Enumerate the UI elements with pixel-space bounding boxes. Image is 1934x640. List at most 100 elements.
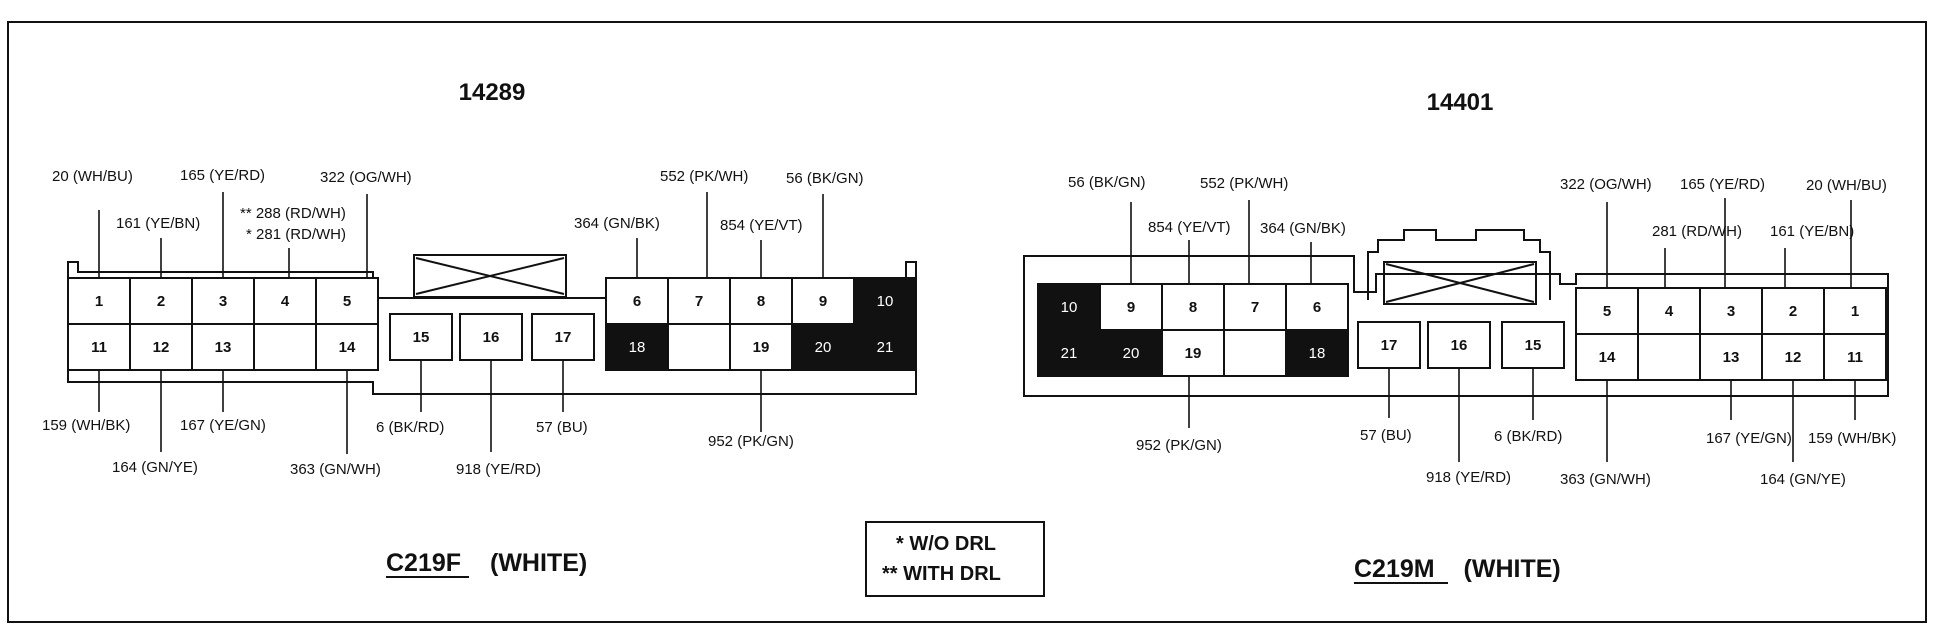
right-latch-cross bbox=[1385, 263, 1535, 303]
right-pin-cell-dark bbox=[1099, 329, 1163, 377]
right-pin-label: 19 bbox=[1185, 345, 1202, 362]
left-leader-lines bbox=[98, 192, 824, 454]
right-wire-label: 165 (YE/RD) bbox=[1680, 176, 1765, 193]
right-pin-label: 15 bbox=[1525, 337, 1542, 354]
left-pin-label: 4 bbox=[281, 293, 290, 310]
left-pin-label: 8 bbox=[757, 293, 765, 310]
legend-line-1: * W/O DRL bbox=[896, 533, 996, 555]
left-connector: 14289 1 2 3 4 5 11 12 13 14 bbox=[42, 79, 917, 578]
left-wire-label: 57 (BU) bbox=[536, 419, 588, 436]
right-pin-label: 7 bbox=[1251, 299, 1259, 316]
left-wire-label: 363 (GN/WH) bbox=[290, 461, 381, 478]
right-wire-label: 56 (BK/GN) bbox=[1068, 174, 1146, 191]
right-pin-cell bbox=[1357, 321, 1421, 369]
left-wire-label: * 281 (RD/WH) bbox=[246, 226, 346, 243]
left-pin-label: 5 bbox=[343, 293, 351, 310]
left-part-number: 14289 bbox=[459, 79, 526, 106]
left-latch bbox=[413, 254, 567, 298]
right-wire-label: 20 (WH/BU) bbox=[1806, 177, 1887, 194]
right-latch bbox=[1383, 261, 1537, 305]
drl-legend: * W/O DRL ** WITH DRL bbox=[865, 521, 1045, 597]
left-wire-label: 6 (BK/RD) bbox=[376, 419, 444, 436]
right-pin-cell bbox=[1501, 321, 1565, 369]
left-wire-label: 552 (PK/WH) bbox=[660, 168, 748, 185]
left-wire-label: 952 (PK/GN) bbox=[708, 433, 794, 450]
right-wire-label: 164 (GN/YE) bbox=[1760, 471, 1846, 488]
right-pin-label: 20 bbox=[1123, 345, 1140, 362]
right-pin-cell-dark bbox=[1037, 329, 1101, 377]
right-pin-label: 6 bbox=[1313, 299, 1321, 316]
right-pin-cell bbox=[1223, 283, 1287, 331]
right-pin-label: 14 bbox=[1599, 349, 1616, 366]
left-connector-title: C219F (WHITE) bbox=[386, 549, 587, 577]
diagram-border bbox=[7, 21, 1927, 623]
right-wire-label: 167 (YE/GN) bbox=[1706, 430, 1792, 447]
right-connector-id: C219M bbox=[1354, 555, 1435, 583]
right-connector-title: C219M (WHITE) bbox=[1354, 555, 1561, 583]
right-pin-label: 16 bbox=[1451, 337, 1468, 354]
right-wire-label: 364 (GN/BK) bbox=[1260, 220, 1346, 237]
right-pin-label: 13 bbox=[1723, 349, 1740, 366]
right-pin-label: 9 bbox=[1127, 299, 1135, 316]
right-pin-cell bbox=[1099, 283, 1163, 331]
right-wire-label: 57 (BU) bbox=[1360, 427, 1412, 444]
left-pin-label: 14 bbox=[339, 339, 356, 356]
left-pin-label: 9 bbox=[819, 293, 827, 310]
left-pin-label: 15 bbox=[413, 329, 430, 346]
right-wire-label: 281 (RD/WH) bbox=[1652, 223, 1742, 240]
left-pin-cell bbox=[129, 323, 193, 371]
right-pin-label: 10 bbox=[1061, 299, 1078, 316]
left-connector-id: C219F bbox=[386, 549, 461, 577]
left-pin-label: 1 bbox=[95, 293, 103, 310]
left-pin-cell bbox=[253, 323, 317, 371]
right-leader-lines bbox=[1130, 198, 1856, 462]
left-pin-group-a: 1 2 3 4 5 11 12 13 14 bbox=[67, 277, 379, 371]
right-wire-label: 6 (BK/RD) bbox=[1494, 428, 1562, 445]
left-pin-label: 3 bbox=[219, 293, 227, 310]
left-pin-cell bbox=[129, 277, 193, 325]
right-connector-color: (WHITE) bbox=[1464, 555, 1561, 583]
right-wire-label: 552 (PK/WH) bbox=[1200, 175, 1288, 192]
left-pin-group-c: 6 7 8 9 10 18 19 20 21 bbox=[605, 277, 917, 371]
left-wire-label: 364 (GN/BK) bbox=[574, 215, 660, 232]
right-housing bbox=[1023, 255, 1889, 397]
left-pin-label: 18 bbox=[629, 339, 646, 356]
left-pin-label: 7 bbox=[695, 293, 703, 310]
left-wire-label: 164 (GN/YE) bbox=[112, 459, 198, 476]
left-pin-label: 11 bbox=[91, 339, 107, 356]
right-pin-label: 3 bbox=[1727, 303, 1735, 320]
left-wire-label: 20 (WH/BU) bbox=[52, 168, 133, 185]
left-pin-label: 12 bbox=[153, 339, 170, 356]
right-wire-label: 952 (PK/GN) bbox=[1136, 437, 1222, 454]
left-wire-label: 161 (YE/BN) bbox=[116, 215, 200, 232]
right-pin-group-a: 10 9 8 7 6 21 20 19 18 bbox=[1037, 283, 1349, 377]
left-connector-color: (WHITE) bbox=[490, 549, 587, 577]
right-pin-label: 21 bbox=[1061, 345, 1078, 362]
right-wire-label: 854 (YE/VT) bbox=[1148, 219, 1231, 236]
right-pin-label: 18 bbox=[1309, 345, 1326, 362]
left-pin-label: 20 bbox=[815, 339, 832, 356]
right-part-number: 14401 bbox=[1427, 89, 1494, 116]
legend-box bbox=[865, 521, 1045, 597]
left-wire-label: ** 288 (RD/WH) bbox=[240, 205, 346, 222]
left-pin-label: 21 bbox=[877, 339, 894, 356]
right-pin-cell bbox=[1223, 329, 1287, 377]
left-pin-cell-dark bbox=[791, 323, 855, 371]
right-wire-label: 322 (OG/WH) bbox=[1560, 176, 1652, 193]
left-pin-label: 16 bbox=[483, 329, 500, 346]
right-pin-cell bbox=[1761, 287, 1825, 335]
right-pin-cell bbox=[1823, 287, 1887, 335]
left-wire-label: 918 (YE/RD) bbox=[456, 461, 541, 478]
left-wire-label: 167 (YE/GN) bbox=[180, 417, 266, 434]
right-pin-label: 17 bbox=[1381, 337, 1398, 354]
left-wire-label: 322 (OG/WH) bbox=[320, 169, 412, 186]
right-connector: 14401 10 9 8 7 6 21 20 19 18 bbox=[1023, 89, 1896, 584]
left-pin-label: 13 bbox=[215, 339, 232, 356]
right-pin-cell bbox=[1699, 333, 1763, 381]
right-wire-label: 161 (YE/BN) bbox=[1770, 223, 1854, 240]
left-pin-cell bbox=[67, 277, 131, 325]
left-pin-cell bbox=[459, 313, 523, 361]
left-pin-label: 19 bbox=[753, 339, 770, 356]
left-pin-cell bbox=[729, 323, 793, 371]
left-pin-cell bbox=[191, 323, 255, 371]
